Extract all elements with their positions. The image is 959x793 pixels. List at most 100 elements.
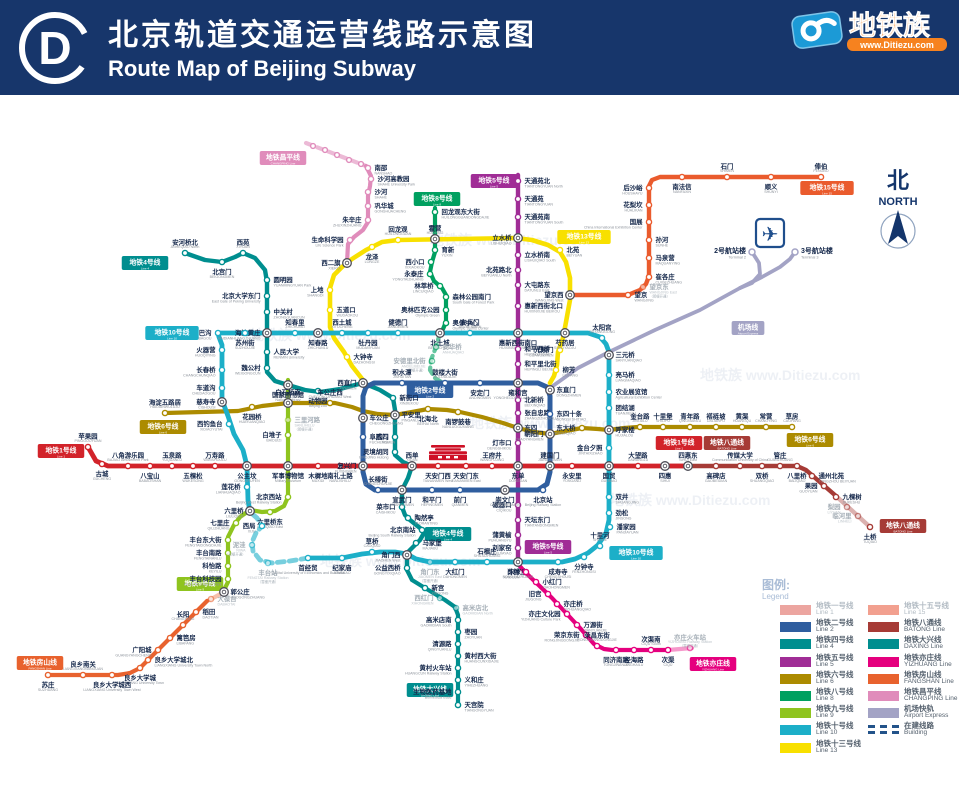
station-label-cn: 同济南路 (603, 655, 629, 664)
station-label-en: RENMIN University (274, 356, 305, 360)
station-label-en: CHANGYANG (172, 617, 195, 621)
station-label-en: XIAOCUN (503, 576, 520, 580)
svg-text:Line 5: Line 5 (490, 184, 499, 188)
svg-text:地铁5号线: 地铁5号线 (479, 176, 510, 185)
station-label-en: XINJIEKOU (400, 402, 419, 406)
station-label-en: CISHOUSI (198, 406, 215, 410)
station-label-cn: 中关村 (274, 307, 294, 316)
station-label-cn: 双桥 (756, 471, 769, 480)
station-label-cn: 大钟寺 (354, 352, 374, 361)
station-label-en: HUOYING (427, 231, 444, 235)
station-label-cn: 知春里 (284, 318, 305, 327)
station-label-cn: 南锣鼓巷 (445, 417, 471, 426)
station-label-cn: 呼家楼 (616, 425, 636, 434)
station-label-cn: 北宫门 (212, 267, 231, 276)
station-label-en: PINGGUOYUAN (75, 439, 102, 443)
legend-title-en: Legend (762, 592, 789, 601)
station-label-en: XIJU (248, 530, 256, 534)
legend-swatch (868, 605, 899, 615)
station-label-en: YUANMINGYUAN Park (274, 284, 312, 288)
station-label-en: Military Museum (275, 479, 301, 483)
line-line9 (221, 377, 291, 595)
station-label-en: DABAOTAI (218, 603, 236, 607)
station-label-cn: 次渠南 (641, 635, 661, 644)
svg-text:Terminal 3: Terminal 3 (801, 256, 819, 260)
station-label-en: ANDELIBEIJIE (402, 365, 427, 369)
station-label-cn: 西局 (243, 521, 256, 530)
station-label-cn: 马泉营 (656, 253, 676, 262)
station-note: （暂缓开通） (405, 367, 425, 372)
station-label-cn: 望京西 (544, 290, 564, 299)
station-label-en: MAJIABU (423, 547, 439, 551)
legend-swatch (780, 622, 811, 633)
station-label-en: TIANTONGYUAN (525, 203, 554, 207)
station-label-en: JINTAIXIZHAO (578, 452, 602, 456)
station-label-en: GAOBEIDIAN (705, 479, 728, 483)
station-label-cn: 柳芳 (563, 365, 576, 374)
station-label-en: SHILIHE (593, 538, 608, 542)
station-label-en: ZHICHUNLI (285, 325, 304, 329)
station-label-cn: 北京站 (533, 495, 553, 504)
station-label-en: CHANGCHUNQIAO (183, 374, 216, 378)
station-label-cn: 俸伯 (814, 162, 828, 171)
station-label-cn: 崇文门 (495, 495, 514, 504)
station-note: （暂缓开通） (258, 579, 278, 584)
station-label-cn: 西直门 (337, 378, 356, 387)
station-label-cn: 次渠 (662, 655, 675, 664)
line-airport (548, 250, 797, 390)
station-label-cn: 沙河高教园 (378, 174, 411, 183)
construction-dot (345, 156, 353, 164)
station-label-en: XITUCHENG (331, 325, 352, 329)
station-label-cn: 花园桥 (242, 412, 262, 421)
station-label-en: LINCUIQIAO (413, 290, 434, 294)
station-label-cn: 国家图书馆 (272, 390, 305, 399)
station-label-cn: 灯市口 (492, 438, 511, 447)
legend-swatch (780, 656, 811, 667)
svg-text:Line 9: Line 9 (196, 587, 205, 591)
station-label-en: HUILONGGUANDONGDAJIE (442, 216, 490, 220)
station-label-en: SANYUANQIAO (616, 359, 643, 363)
watermark: 地铁族 www.Ditiezu.com (610, 492, 771, 508)
svg-text:YIZHUANG Line: YIZHUANG Line (702, 667, 724, 671)
construction-dot (357, 160, 365, 168)
watermark: 地铁族 www.Ditiezu.com (320, 553, 481, 569)
station-label-cn: 前门 (454, 495, 467, 504)
station-label-cn: 车道沟 (196, 383, 215, 392)
svg-text:Line 5: Line 5 (544, 550, 553, 554)
station-label-cn: 南礼士路 (327, 471, 353, 480)
station-label-cn: 天通苑北 (525, 176, 551, 185)
station-label-en: XIAOHONGMEN (543, 586, 571, 590)
station-label-cn: 太阳宫 (592, 323, 612, 332)
station-label-en: TIANTONGYUAN North (525, 185, 563, 189)
station-label-en: Life Science Park (316, 244, 344, 248)
